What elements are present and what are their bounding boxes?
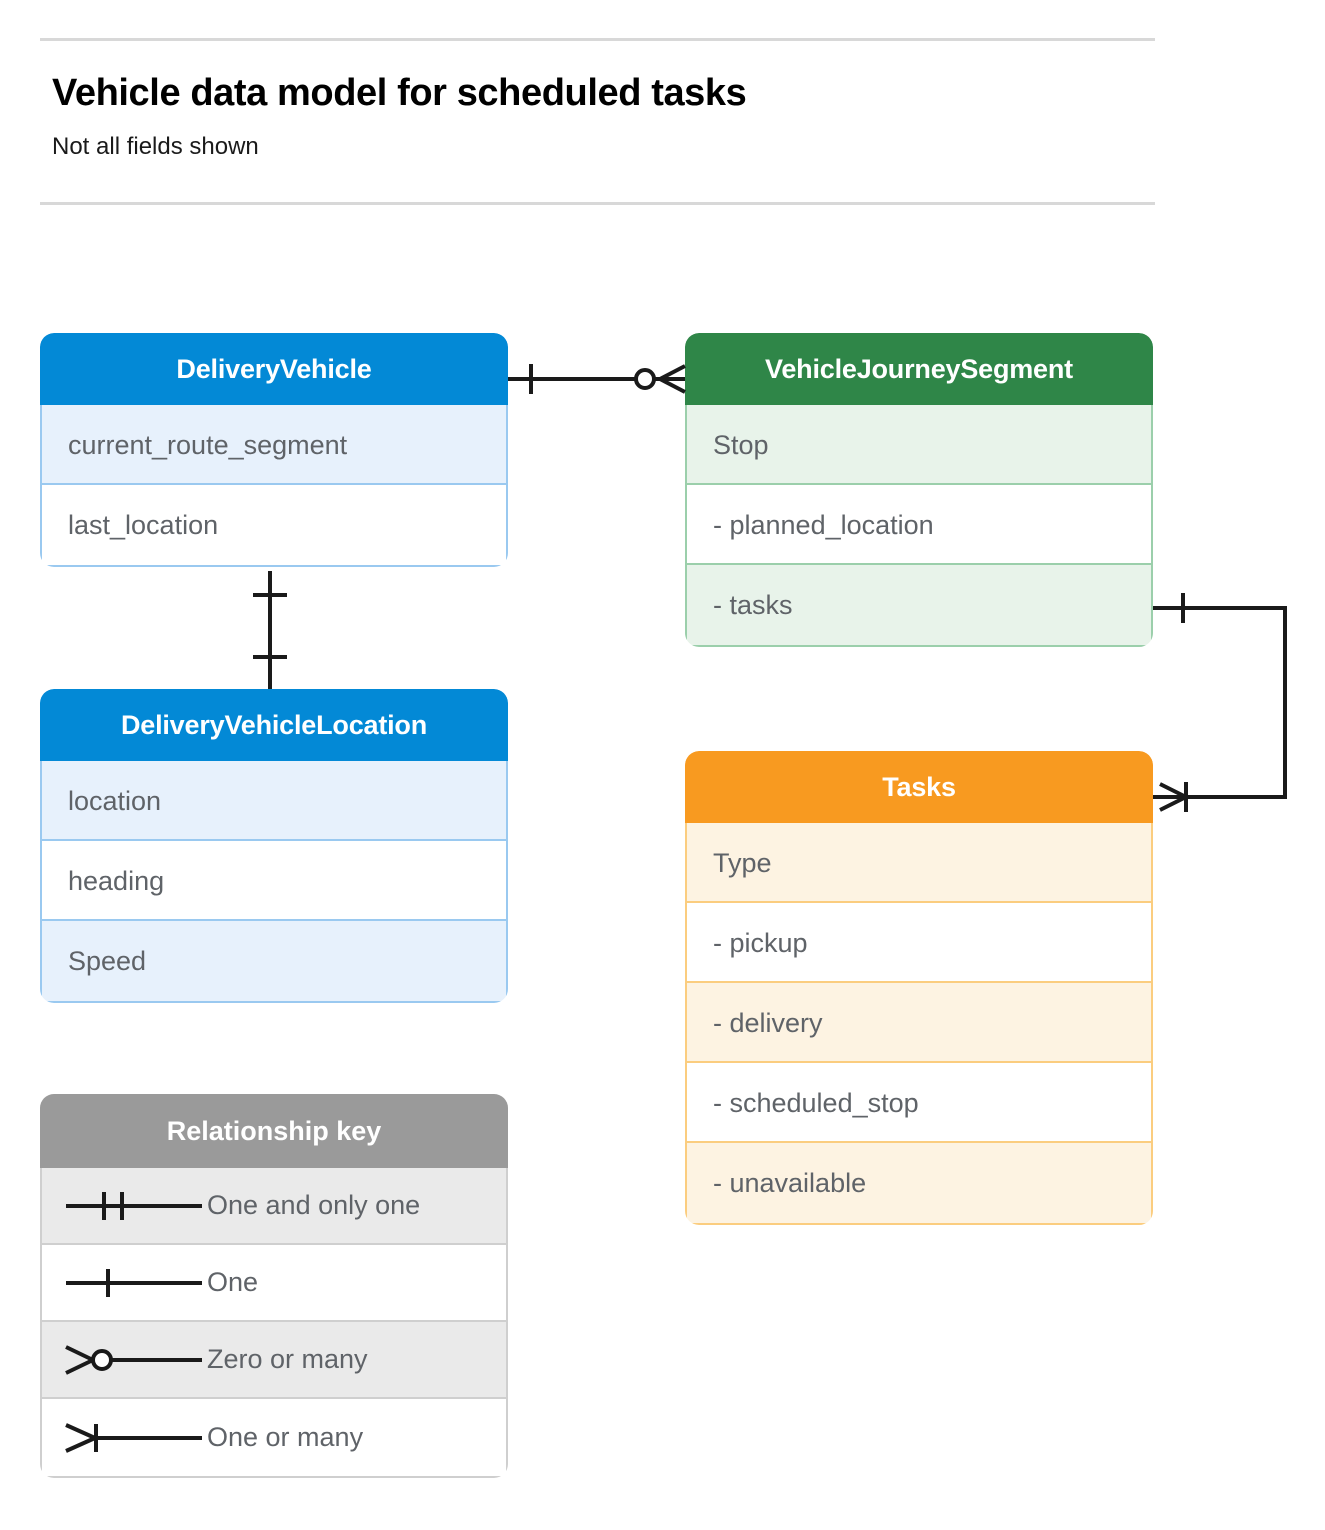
zero-or-many-icon	[42, 1322, 207, 1397]
entity-field-row: last_location	[42, 485, 506, 565]
entity-tasks-title: Tasks	[685, 751, 1153, 823]
entity-tasks[interactable]: Tasks Type - pickup - delivery - schedul…	[685, 751, 1153, 1225]
entity-field-row: - unavailable	[687, 1143, 1151, 1223]
entity-field-row: heading	[42, 841, 506, 921]
legend-item-label: One or many	[207, 1422, 364, 1452]
one-and-only-one-icon	[42, 1168, 207, 1243]
entity-delivery-vehicle-title: DeliveryVehicle	[40, 333, 508, 405]
entity-field-row: - tasks	[687, 565, 1151, 645]
legend-item-one-and-only-one: One and only one	[42, 1168, 506, 1245]
relationship-key-legend: Relationship key One and only one	[40, 1094, 508, 1478]
header-divider-top	[40, 38, 1155, 41]
entity-field-row: - delivery	[687, 983, 1151, 1063]
entity-delivery-vehicle-fields: current_route_segment last_location	[40, 405, 508, 567]
legend-item-one-or-many: One or many	[42, 1399, 506, 1476]
legend-rows: One and only one One	[40, 1168, 508, 1478]
header-divider-bottom	[40, 202, 1155, 205]
connector-deliveryvehicle-vehiclejourneysegment	[508, 364, 686, 394]
entity-vehicle-journey-segment-title: VehicleJourneySegment	[685, 333, 1153, 405]
legend-item-label: Zero or many	[207, 1344, 368, 1374]
entity-field-row: Speed	[42, 921, 506, 1001]
connector-deliveryvehicle-deliveryvehiclelocation	[253, 571, 287, 689]
legend-item-label: One	[207, 1267, 259, 1297]
legend-item-label: One and only one	[207, 1190, 421, 1220]
page-subtitle: Not all fields shown	[52, 133, 259, 160]
entity-delivery-vehicle-location-fields: location heading Speed	[40, 761, 508, 1003]
entity-field-row: Stop	[687, 405, 1151, 485]
entity-delivery-vehicle-location-title: DeliveryVehicleLocation	[40, 689, 508, 761]
entity-field-row: Type	[687, 823, 1151, 903]
connector-vehiclejourneysegment-tasks	[1153, 593, 1287, 812]
entity-field-row: current_route_segment	[42, 405, 506, 485]
entity-field-row: - planned_location	[687, 485, 1151, 565]
legend-item-one: One	[42, 1245, 506, 1322]
legend-item-zero-or-many: Zero or many	[42, 1322, 506, 1399]
entity-delivery-vehicle[interactable]: DeliveryVehicle current_route_segment la…	[40, 333, 508, 567]
entity-field-row: location	[42, 761, 506, 841]
entity-field-row: - pickup	[687, 903, 1151, 983]
one-or-many-icon	[42, 1399, 207, 1476]
entity-vehicle-journey-segment[interactable]: VehicleJourneySegment Stop - planned_loc…	[685, 333, 1153, 647]
one-icon	[42, 1245, 207, 1320]
legend-title: Relationship key	[40, 1094, 508, 1168]
entity-delivery-vehicle-location[interactable]: DeliveryVehicleLocation location heading…	[40, 689, 508, 1003]
page-title: Vehicle data model for scheduled tasks	[52, 72, 747, 114]
entity-field-row: - scheduled_stop	[687, 1063, 1151, 1143]
entity-tasks-fields: Type - pickup - delivery - scheduled_sto…	[685, 823, 1153, 1225]
entity-vehicle-journey-segment-fields: Stop - planned_location - tasks	[685, 405, 1153, 647]
